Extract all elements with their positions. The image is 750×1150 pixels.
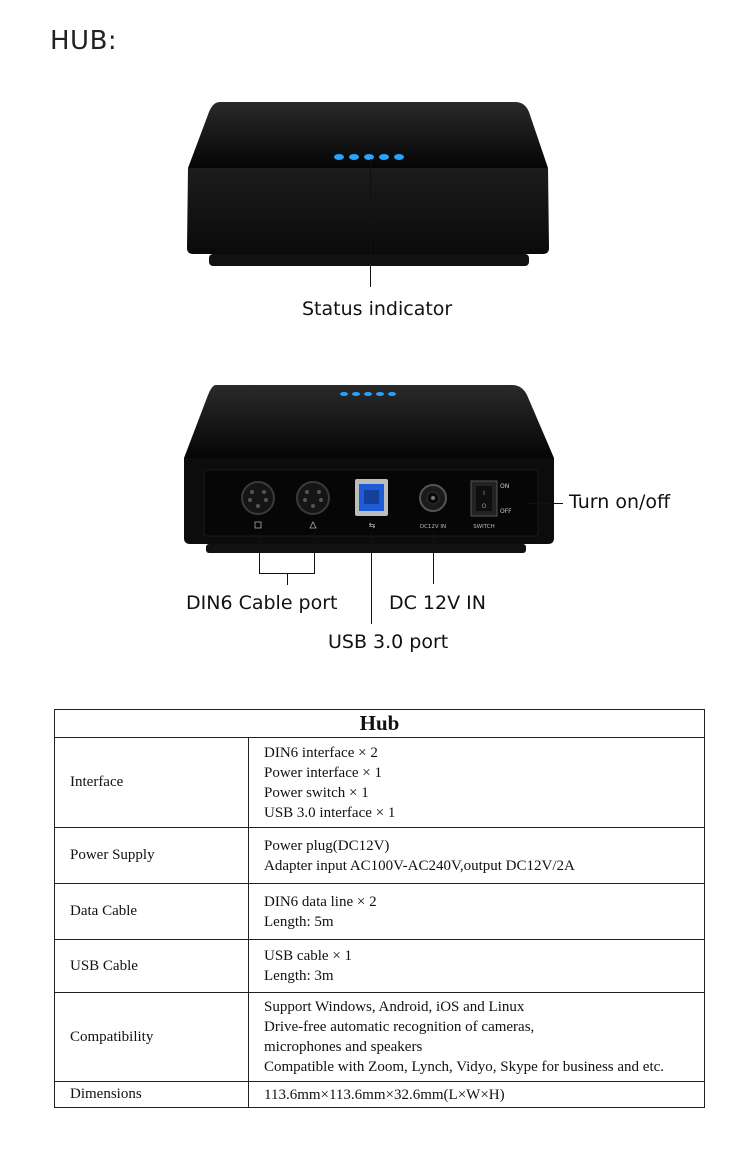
spec-value-line: Length: 3m — [264, 968, 334, 984]
spec-value-line: microphones and speakers — [264, 1039, 423, 1055]
spec-key: Dimensions — [54, 1081, 249, 1108]
table-row: Power Supply Power plug(DC12V) Adapter inp… — [54, 827, 705, 884]
usb-port-label: USB 3.0 port — [328, 631, 449, 653]
spec-table: Hub Interface DIN6 interface × 2 Power int… — [54, 709, 705, 1108]
spec-key: Compatibility — [54, 992, 249, 1082]
switch-on-label: ON — [500, 483, 509, 490]
dc-line — [433, 532, 434, 584]
hub-back-image: ⇆ DC12V IN I O ON OFF SWITCH — [184, 385, 554, 553]
din6-line-left — [259, 532, 260, 574]
din6-cable-port-label: DIN6 Cable port — [186, 592, 338, 614]
page-heading: HUB: — [50, 26, 118, 56]
spec-value-line: USB 3.0 interface × 1 — [264, 804, 396, 821]
usb-port: ⇆ — [355, 479, 388, 530]
turn-on-off-label: Turn on/off — [569, 491, 671, 513]
spec-key: Interface — [54, 737, 249, 828]
spec-key: USB Cable — [54, 939, 249, 993]
svg-text:I: I — [483, 490, 485, 497]
spec-value: DIN6 interface × 2 Power interface × 1 Pow… — [248, 737, 705, 828]
spec-value-line: DIN6 data line × 2 — [264, 893, 377, 910]
spec-value: Power plug(DC12V) Adapter input AC100V-AC… — [248, 827, 705, 884]
din6-line-stem — [287, 573, 288, 585]
spec-value-line: Adapter input AC100V-AC240V,output DC12V… — [264, 857, 575, 874]
spec-value-line: Length: 5m — [264, 913, 334, 930]
spec-value-line: Drive-free automatic recognition of came… — [264, 1019, 535, 1035]
table-row: Interface DIN6 interface × 2 Power interfa… — [54, 737, 705, 828]
status-indicator-line — [370, 159, 371, 287]
spec-key: Power Supply — [54, 827, 249, 884]
switch-label: SWITCH — [473, 524, 495, 530]
switch-off-label: OFF — [500, 508, 512, 515]
status-led-group — [334, 154, 404, 160]
spec-value: 113.6mm×113.6mm×32.6mm(L×W×H) — [248, 1081, 705, 1108]
table-row: Data Cable DIN6 data line × 2 Length: 5m — [54, 883, 705, 940]
table-title: Hub — [54, 709, 705, 738]
spec-value-line: Power switch × 1 — [264, 784, 369, 801]
dc-12v-label: DC 12V IN — [389, 592, 486, 614]
din6-line-right — [314, 532, 315, 574]
spec-value-line: USB cable × 1 — [264, 948, 353, 964]
dc-jack-label: DC12V IN — [420, 524, 446, 530]
power-switch: I O ON OFF SWITCH — [470, 480, 512, 530]
spec-value-line: 113.6mm×113.6mm×32.6mm(L×W×H) — [264, 1086, 505, 1103]
spec-key: Data Cable — [54, 883, 249, 940]
switch-line — [527, 503, 563, 504]
din6-port-2 — [296, 481, 330, 529]
dc-jack: DC12V IN — [419, 484, 447, 530]
spec-value-line: DIN6 interface × 2 — [264, 744, 378, 761]
table-row: Dimensions 113.6mm×113.6mm×32.6mm(L×W×H) — [54, 1081, 705, 1108]
spec-value-line: Power plug(DC12V) — [264, 837, 390, 854]
spec-value-line: Compatible with Zoom, Lynch, Vidyo, Skyp… — [264, 1059, 665, 1075]
spec-value-line: Support Windows, Android, iOS and Linux — [264, 999, 525, 1015]
spec-value: USB cable × 1 Length: 3m — [248, 939, 705, 993]
hub-top-image — [187, 102, 549, 266]
table-row: USB Cable USB cable × 1 Length: 3m — [54, 939, 705, 993]
status-indicator-label: Status indicator — [302, 298, 453, 320]
svg-text:⇆: ⇆ — [369, 521, 376, 530]
svg-text:O: O — [482, 503, 487, 510]
spec-value: DIN6 data line × 2 Length: 5m — [248, 883, 705, 940]
usb-line — [371, 532, 372, 624]
din6-port-1 — [241, 481, 275, 529]
spec-value-line: Power interface × 1 — [264, 764, 382, 781]
